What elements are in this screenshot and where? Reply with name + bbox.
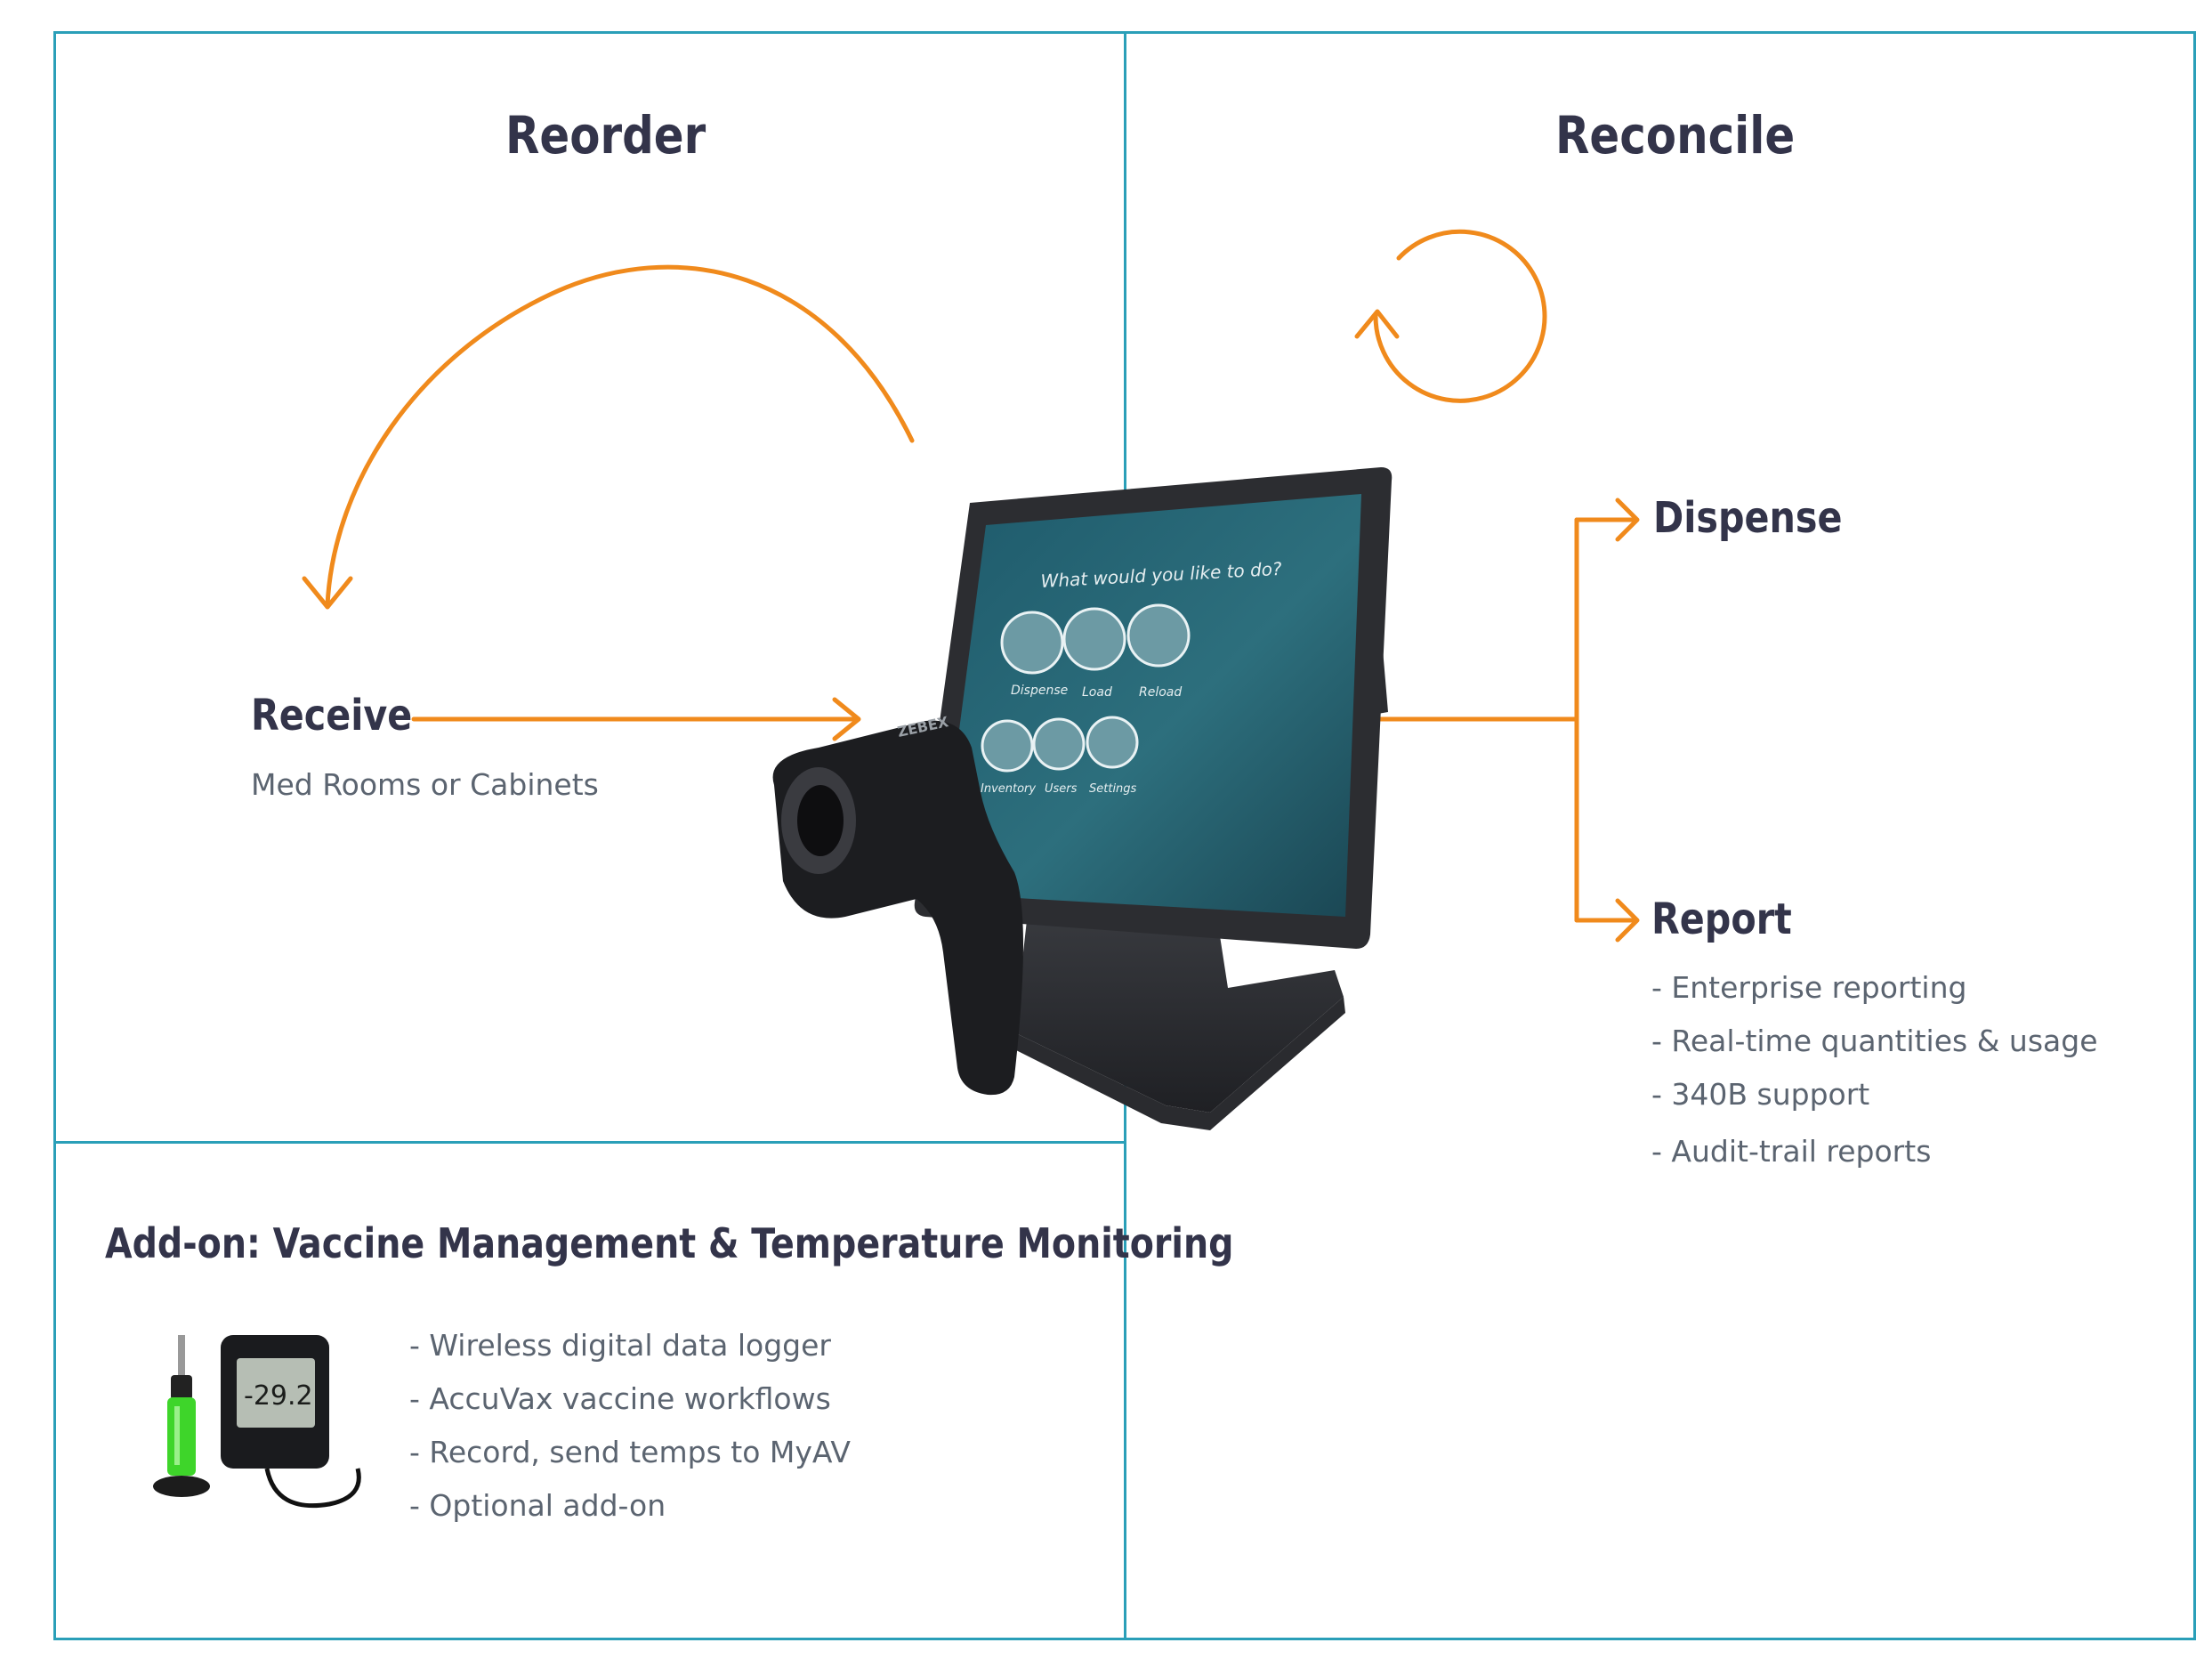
dispense-arrowhead xyxy=(1615,498,1640,542)
report-title: Report xyxy=(1651,894,1792,944)
kiosk-button-label: Dispense xyxy=(1011,684,1068,698)
report-item: - Real-time quantities & usage xyxy=(1651,1024,2098,1058)
reorder-title: Reorder xyxy=(505,105,706,166)
addon-panel xyxy=(53,1141,1126,1640)
logger-cable xyxy=(264,1468,361,1509)
data-logger-illustration: -29.2 xyxy=(153,1335,361,1509)
reconcile-arrowhead xyxy=(1354,309,1400,339)
report-item: - Enterprise reporting xyxy=(1651,970,1967,1005)
receive-title: Receive xyxy=(251,691,413,740)
kiosk-button-label: Settings xyxy=(1089,782,1137,796)
addon-item: - Optional add-on xyxy=(409,1488,666,1523)
addon-title: Add-on: Vaccine Management & Temperature… xyxy=(105,1219,1234,1267)
report-item: - Audit-trail reports xyxy=(1651,1134,1932,1169)
kiosk-button-label: Users xyxy=(1045,782,1078,796)
report-arrowhead xyxy=(1615,898,1640,943)
reorder-curve-arrow xyxy=(325,264,915,608)
logger-reading: -29.2 xyxy=(244,1380,313,1412)
kiosk-stand xyxy=(1014,872,1344,1113)
probe-vial xyxy=(167,1397,196,1476)
reconcile-title: Reconcile xyxy=(1555,105,1796,166)
report-item: - 340B support xyxy=(1651,1077,1870,1112)
receive-subtitle: Med Rooms or Cabinets xyxy=(251,767,599,802)
kiosk-button-label: Load xyxy=(1082,685,1112,700)
addon-item: - AccuVax vaccine workflows xyxy=(409,1381,831,1416)
reconcile-circle-arrow xyxy=(1373,229,1547,403)
addon-item: - Record, send temps to MyAV xyxy=(409,1435,851,1469)
monitor-screen xyxy=(938,494,1361,917)
probe-rod xyxy=(178,1335,185,1380)
kiosk-button-label: Inventory xyxy=(981,782,1036,796)
kiosk-button-label: Reload xyxy=(1139,685,1182,700)
reorder-arrowhead xyxy=(302,576,353,610)
kiosk-illustration: What would you like to do? Dispense Load… xyxy=(772,467,1393,1130)
kiosk-buttons xyxy=(981,603,1191,773)
receive-arrowhead xyxy=(832,697,861,741)
addon-item: - Wireless digital data logger xyxy=(409,1328,831,1363)
logger-display xyxy=(237,1358,315,1428)
dispense-title: Dispense xyxy=(1653,493,1843,543)
